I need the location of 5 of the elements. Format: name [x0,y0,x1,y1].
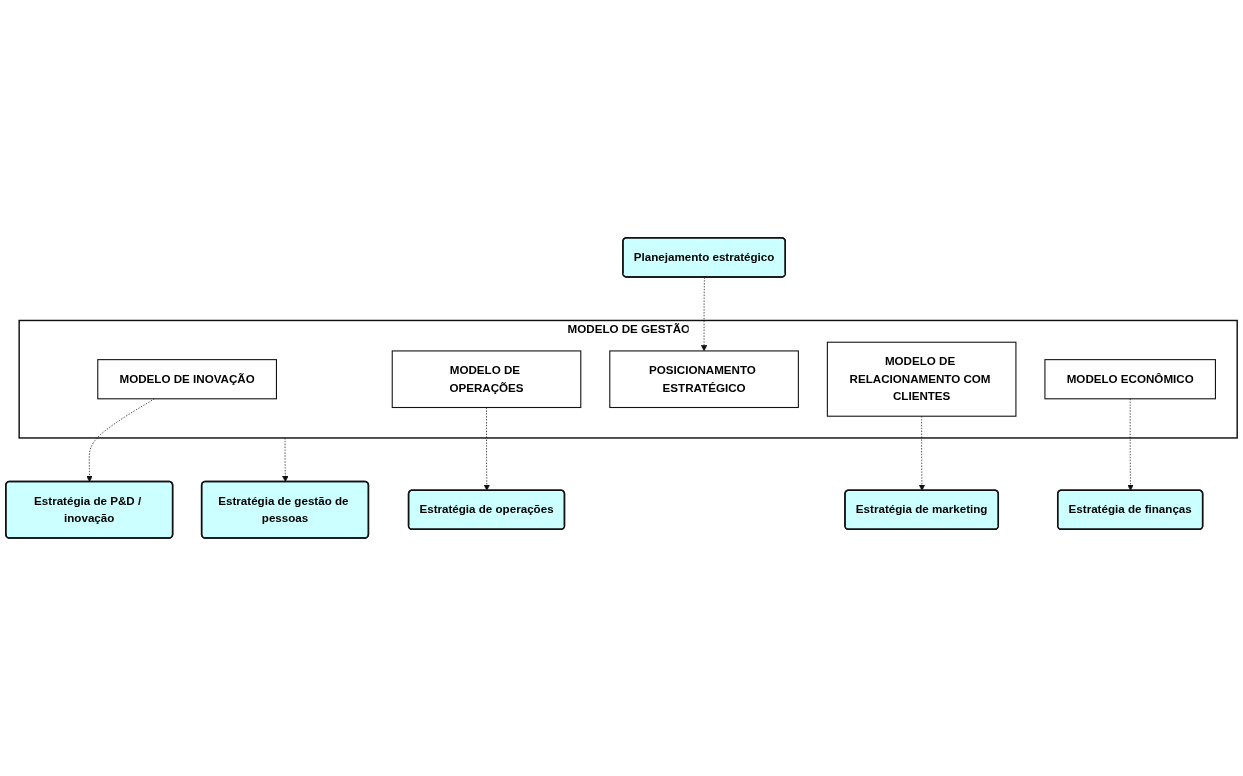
node-box: MODELO DE OPERAÇÕES [391,350,582,409]
node-box: MODELO ECONÔMICO [1044,359,1216,400]
node-box: POSICIONAMENTO ESTRATÉGICO [609,350,799,409]
node-box: MODELO DE RELACIONAMENTO COM CLIENTES [826,341,1017,417]
node-box: MODELO DE INOVAÇÃO [97,359,277,400]
